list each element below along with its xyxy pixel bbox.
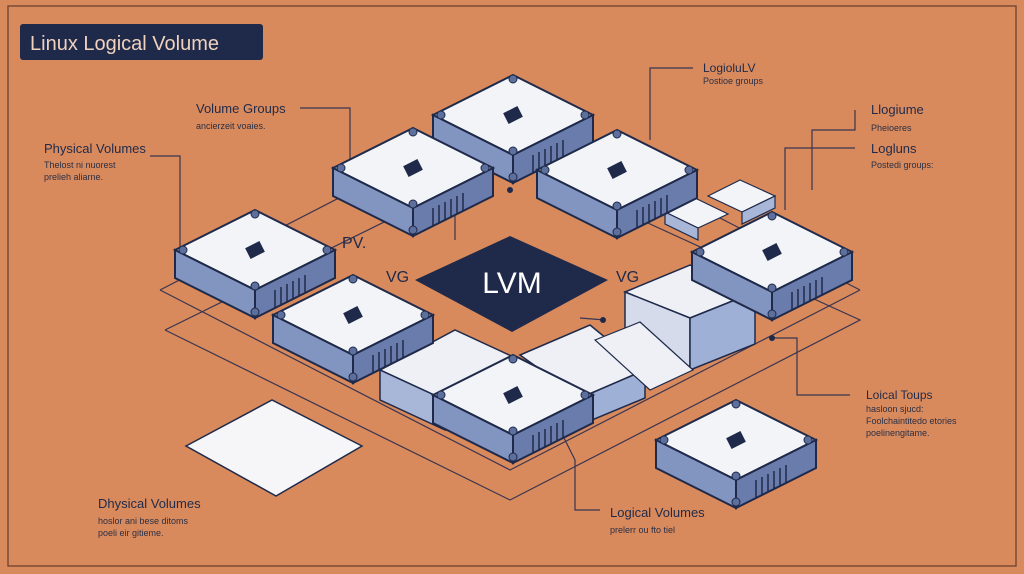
callout-logical-lv-sub: Postioe groups — [703, 76, 764, 86]
callout-physical-bottom-sub-2: poeli eir gitieme. — [98, 528, 164, 538]
title-box — [20, 24, 263, 60]
callout-logical-volumes-sub: prelerr ou fto tiel — [610, 525, 675, 535]
node-dot — [600, 317, 606, 323]
node-dot — [769, 335, 775, 341]
callout-logiume-title: Llogiume — [871, 102, 924, 117]
callout-physical-bottom-sub-1: hoslor ani bese ditoms — [98, 516, 189, 526]
flat-disk-panel — [184, 399, 364, 497]
page-title: Linux Logical Volume — [30, 33, 219, 55]
callout-loical-toups-sub-3: poelinengitame. — [866, 428, 930, 438]
callout-logluns-sub: Postedi groups: — [871, 160, 934, 170]
small-block — [663, 179, 777, 241]
callout-logluns-title: Logluns — [871, 141, 917, 156]
storage-block — [518, 321, 695, 427]
outer-frame — [7, 5, 1017, 567]
pv-tag: PV. — [342, 235, 366, 252]
callout-physical-top-title: Physical Volumes — [44, 141, 146, 156]
node-dot — [507, 187, 513, 193]
lvm-core — [415, 236, 608, 332]
callout-logiume-sub: Pheioeres — [871, 123, 912, 133]
vg-left-tag: VG — [386, 269, 409, 286]
callout-loical-toups-sub-2: Foolchaintitedo etories — [866, 416, 957, 426]
callout-logical-volumes-title: Logical Volumes — [610, 505, 705, 520]
callout-volume-groups-sub: ancierzeit voaies. — [196, 121, 266, 131]
callout-logical-lv-title: LogioluLV — [703, 61, 756, 75]
callout-physical-bottom-title: Dhysical Volumes — [98, 496, 201, 511]
callout-physical-top-sub-2: prelieh aliarne. — [44, 172, 103, 182]
callout-loical-toups-sub-1: hasloon sjucd: — [866, 404, 924, 414]
lvm-label: LVM — [482, 267, 541, 300]
vg-right-tag: VG — [616, 269, 639, 286]
server-block — [655, 399, 817, 509]
callout-volume-groups-title: Volume Groups — [196, 101, 286, 116]
callout-physical-top-sub-1: Thelost ni nuorest — [44, 160, 116, 170]
callout-loical-toups-title: Loical Toups — [866, 388, 933, 402]
